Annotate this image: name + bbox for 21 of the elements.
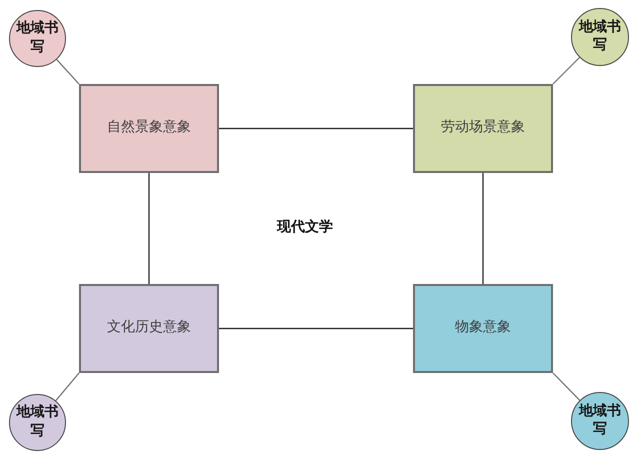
box-label: 劳动场景意象 xyxy=(441,120,525,137)
connector-line xyxy=(56,59,80,84)
circle-label: 地域书写 xyxy=(15,20,60,56)
category-box xyxy=(79,84,219,173)
center-label: 现代文学 xyxy=(276,218,334,236)
category-box xyxy=(79,284,219,373)
circle-label: 地域书写 xyxy=(578,402,622,439)
box-label: 自然景象意象 xyxy=(107,120,191,137)
box-label: 文化历史意象 xyxy=(107,320,191,337)
box-label: 物象意象 xyxy=(455,320,511,337)
category-box xyxy=(413,284,553,373)
connector-line xyxy=(219,128,413,130)
circle-label: 地域书写 xyxy=(578,18,622,55)
connector-line xyxy=(219,328,413,330)
connector-line xyxy=(55,372,80,402)
connector-line xyxy=(148,173,150,284)
connector-line xyxy=(552,57,580,84)
category-box xyxy=(413,84,553,173)
connector-line xyxy=(482,173,484,284)
circle-label: 地域书写 xyxy=(15,404,60,440)
connector-line xyxy=(552,372,580,401)
